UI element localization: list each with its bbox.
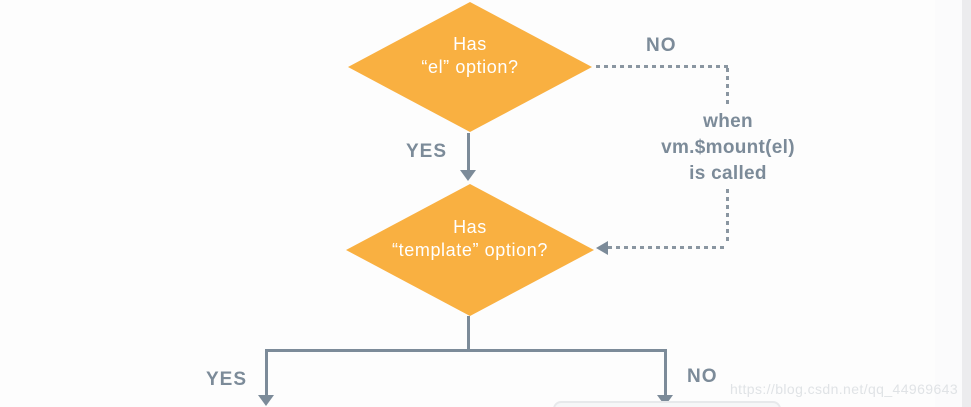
arrowhead-left-icon (596, 241, 608, 255)
arrowhead-down-icon (460, 170, 476, 181)
label-yes-top: YES (406, 141, 448, 162)
page-edge-band (935, 0, 962, 407)
dotted-connector-horizontal-bottom (608, 246, 728, 249)
label-no-bottom: NO (687, 366, 718, 387)
dotted-connector-horizontal-top (596, 65, 728, 68)
next-shape-peek (553, 401, 781, 407)
arrowhead-down-left-icon (258, 395, 274, 406)
connector-diamond1-to-diamond2 (467, 133, 470, 171)
annotation-line: when (703, 111, 753, 132)
decision-line: Has (453, 34, 487, 54)
label-no-top: NO (646, 35, 677, 56)
connector-branch-horizontal (265, 349, 667, 352)
label-yes-bottom: YES (206, 369, 248, 390)
dotted-connector-vertical-lower (726, 189, 729, 243)
connector-branch-left-vertical (265, 349, 268, 396)
arrowhead-down-right-icon (657, 395, 673, 406)
decision-line: “template” option? (392, 240, 548, 260)
connector-branch-right-vertical (664, 349, 667, 396)
decision-has-template-option: Has “template” option? (346, 184, 594, 316)
decision-has-el-text: Has “el” option? (421, 33, 518, 79)
decision-line: Has (453, 217, 487, 237)
page-edge-strip (962, 0, 971, 407)
dotted-connector-vertical-upper (726, 68, 729, 108)
decision-has-template-text: Has “template” option? (392, 216, 548, 262)
decision-line: “el” option? (421, 57, 519, 77)
annotation-mount: when vm.$mount(el) is called (636, 109, 820, 187)
connector-diamond2-stem (467, 316, 470, 350)
annotation-line: vm.$mount(el) (661, 137, 795, 158)
watermark-url: https://blog.csdn.net/qq_44969643 (730, 381, 959, 397)
annotation-line: is called (689, 163, 767, 184)
decision-has-el-option: Has “el” option? (348, 2, 592, 132)
